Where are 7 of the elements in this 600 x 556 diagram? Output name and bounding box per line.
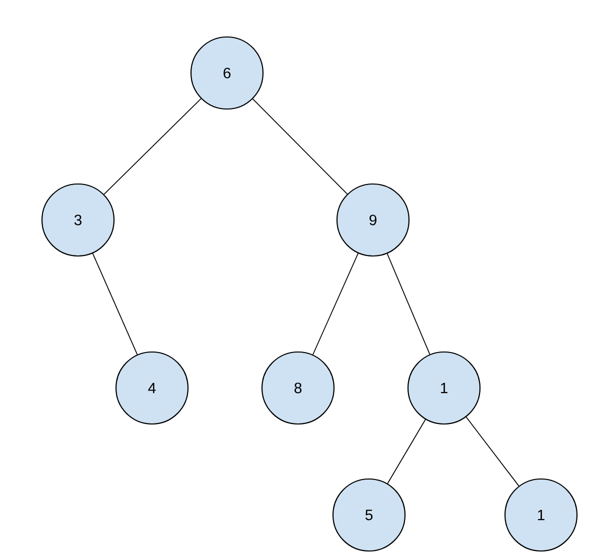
tree-edge	[104, 98, 202, 195]
tree-edge	[387, 419, 426, 484]
tree-edge	[252, 98, 348, 195]
tree-edge	[92, 253, 138, 355]
tree-edge	[386, 253, 430, 355]
tree-edge	[312, 252, 359, 356]
tree-edge	[466, 416, 520, 486]
